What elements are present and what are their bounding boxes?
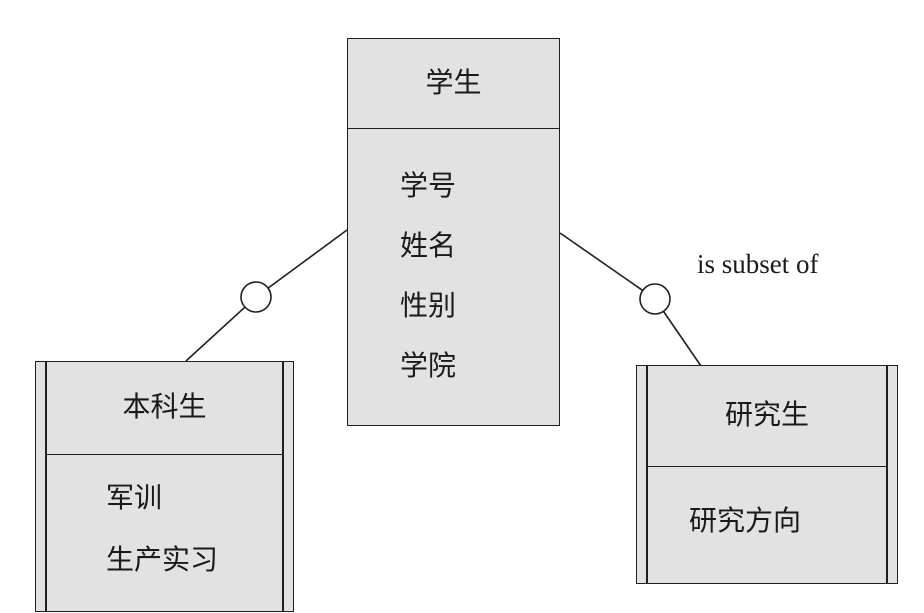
entity-student-title: 学生 xyxy=(348,39,559,129)
attribute-production-internship: 生产实习 xyxy=(106,545,219,576)
title-divider-line xyxy=(648,466,886,467)
entity-student-attributes: 学号 姓名 性别 学院 xyxy=(348,129,559,397)
connector-right-upper xyxy=(559,232,656,300)
entity-undergraduate-attributes: 军训 生产实习 xyxy=(36,454,293,592)
double-border-line-right xyxy=(886,366,888,583)
double-border-line-left xyxy=(45,362,47,611)
entity-undergraduate-title: 本科生 xyxy=(122,392,207,423)
connector-left-lower xyxy=(185,296,257,362)
attribute-gender: 性别 xyxy=(400,291,457,322)
attribute-name: 姓名 xyxy=(400,231,457,262)
double-border-line-left xyxy=(646,366,648,583)
attribute-college: 学院 xyxy=(400,351,457,382)
entity-graduate-attributes: 研究方向 xyxy=(637,466,897,553)
subset-circle-left xyxy=(240,281,272,313)
entity-graduate: 研究生 研究方向 xyxy=(636,365,898,584)
connector-right-lower xyxy=(654,298,702,367)
connector-left-upper xyxy=(255,229,348,298)
subset-circle-right xyxy=(639,283,671,315)
subset-relation-label: is subset of xyxy=(697,249,819,279)
attribute-military-training: 军训 xyxy=(106,483,163,514)
title-divider-line xyxy=(47,454,282,455)
attribute-research-direction: 研究方向 xyxy=(689,506,802,537)
entity-student: 学生 学号 姓名 性别 学院 xyxy=(347,38,560,426)
entity-graduate-title: 研究生 xyxy=(724,400,809,431)
double-border-line-right xyxy=(282,362,284,611)
entity-undergraduate: 本科生 军训 生产实习 xyxy=(35,361,294,612)
attribute-student-id: 学号 xyxy=(400,171,457,202)
